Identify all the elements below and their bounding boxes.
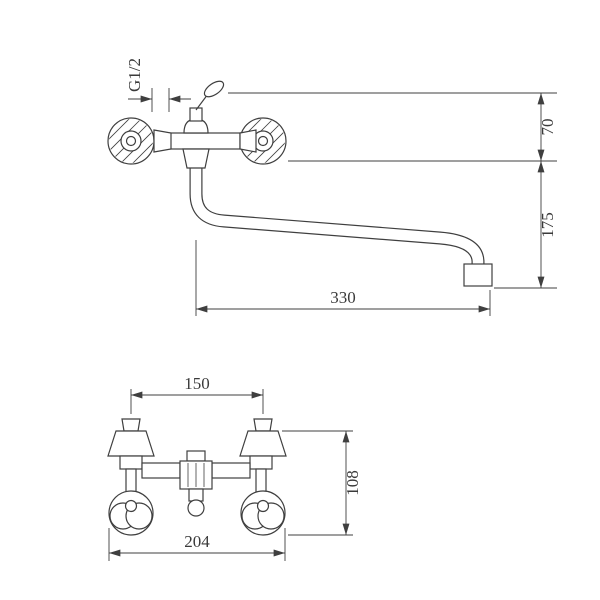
hatch-line bbox=[109, 119, 148, 158]
dim-108-label: 108 bbox=[343, 470, 362, 496]
wall-flange-right bbox=[239, 117, 287, 165]
spout-outline bbox=[189, 167, 485, 266]
diverter-knob bbox=[187, 499, 205, 517]
union-nut-right bbox=[239, 129, 257, 153]
diverter-neck bbox=[189, 107, 203, 122]
flange-center bbox=[257, 135, 269, 147]
spout bbox=[189, 167, 493, 287]
top-nut-right bbox=[253, 418, 273, 432]
dim-204-label: 204 bbox=[184, 532, 210, 551]
wall-flange-left bbox=[107, 117, 155, 165]
front-body bbox=[141, 450, 251, 517]
side-view-dimensions: G1/2 70 175 330 bbox=[125, 58, 557, 316]
body-pipe bbox=[169, 132, 241, 150]
front-view: 150 108 204 bbox=[107, 374, 362, 561]
diverter-stem bbox=[188, 488, 204, 502]
thread-size-label: G1/2 bbox=[125, 58, 144, 92]
spout-nut bbox=[182, 148, 210, 169]
dim-175-label: 175 bbox=[538, 212, 557, 238]
stem-nut-left bbox=[119, 455, 143, 470]
side-view: G1/2 70 175 330 bbox=[107, 58, 557, 316]
lever-handle bbox=[203, 80, 225, 98]
body-arm-right bbox=[211, 462, 251, 479]
spout-inner-face bbox=[190, 167, 484, 266]
front-left-assembly bbox=[107, 418, 155, 498]
union-nut-left bbox=[153, 129, 172, 153]
handle-cap bbox=[256, 499, 270, 513]
flange-center bbox=[125, 135, 137, 147]
handle-right bbox=[240, 490, 286, 536]
faucet-body-side bbox=[153, 80, 257, 169]
hatch-line bbox=[114, 124, 153, 163]
handle-cap bbox=[124, 499, 138, 513]
top-nut-left bbox=[121, 418, 141, 432]
dim-330-label: 330 bbox=[330, 288, 356, 307]
stem-nut-right bbox=[249, 455, 273, 470]
escutcheon-right bbox=[239, 430, 287, 457]
hatch-line bbox=[241, 119, 280, 158]
dim-70-label: 70 bbox=[538, 119, 557, 136]
hatch-line bbox=[246, 124, 285, 163]
body-arm-left bbox=[141, 462, 181, 479]
body-top-nut bbox=[186, 450, 206, 462]
spout-tip bbox=[463, 263, 493, 287]
dim-150-label: 150 bbox=[184, 374, 210, 393]
front-view-dimensions: 150 108 204 bbox=[108, 374, 362, 561]
front-right-assembly bbox=[239, 418, 287, 498]
escutcheon-left bbox=[107, 430, 155, 457]
handle-left bbox=[108, 490, 154, 536]
